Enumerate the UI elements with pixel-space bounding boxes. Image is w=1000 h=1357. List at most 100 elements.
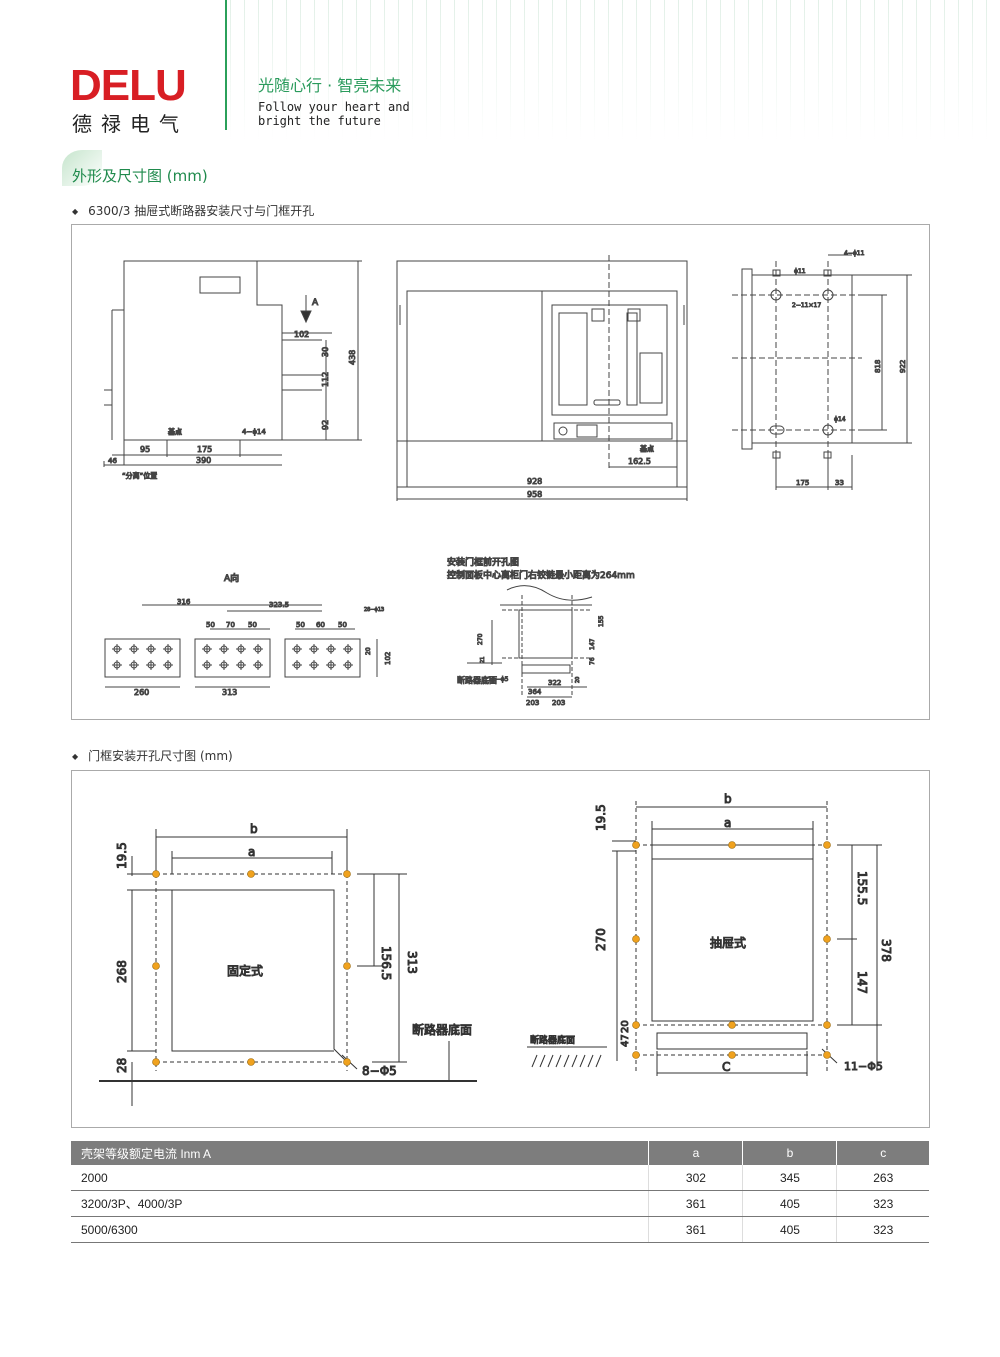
- fixed-type: [99, 829, 477, 1106]
- base-point-front: 基点: [640, 444, 654, 453]
- fixed-holes-label: 8−Φ5: [362, 1064, 397, 1078]
- section-title: 外形及尺寸图 (mm): [72, 167, 208, 185]
- mounting-hole: [823, 935, 831, 943]
- drawout-dim-c: C: [722, 1060, 730, 1074]
- dim-928: 928: [527, 477, 542, 486]
- hole-11: ϕ11: [794, 268, 806, 275]
- bullet-icon: ◆: [72, 752, 79, 761]
- table-cell: 323: [836, 1190, 929, 1217]
- table-cell: 302: [648, 1165, 744, 1191]
- table-cell: 3200/3P、4000/3P: [71, 1190, 650, 1217]
- a-view-holes: [112, 644, 353, 670]
- right-view: [732, 254, 912, 490]
- dim-92-side: 92: [321, 420, 330, 430]
- table-row: 5000/6300 361 405 323: [71, 1216, 929, 1243]
- dim-60: 60: [316, 621, 325, 629]
- drawout-dim-270: 270: [594, 928, 608, 951]
- table-row: 3200/3P、4000/3P 361 405 323: [71, 1190, 929, 1217]
- dim-30-side: 30: [321, 347, 330, 357]
- holes-top-right: 4−ϕ11: [844, 250, 865, 257]
- holes-side: 4−ϕ14: [242, 428, 266, 436]
- dim-147-door: 147: [589, 638, 596, 650]
- bottom-label-door: 断路器底面: [457, 675, 497, 685]
- fixed-dim-156-5: 156.5: [379, 946, 393, 980]
- drawout-dim-147: 147: [855, 971, 869, 994]
- drawing2-title: ◆门框安装开孔尺寸图 (mm): [72, 749, 233, 763]
- fixed-holes: [152, 870, 351, 1066]
- mounting-hole: [823, 1051, 831, 1059]
- drawout-dim-a: a: [724, 816, 731, 830]
- mounting-hole: [152, 870, 160, 878]
- header-cell: b: [742, 1141, 838, 1165]
- drawing1-svg: A 102 30 112 92 438 基点 4−ϕ14 95 175 390 …: [103, 250, 912, 708]
- door-cut-title: 安装门框前开孔图: [447, 556, 519, 568]
- table-cell: 361: [648, 1190, 744, 1217]
- dim-390-side: 390: [196, 456, 211, 465]
- dim-50-c: 50: [296, 621, 305, 629]
- dim-76-door: 76: [589, 657, 596, 665]
- mounting-hole: [247, 1058, 255, 1066]
- side-view: [103, 260, 362, 467]
- dim-50-b: 50: [248, 621, 257, 629]
- fixed-dim-313: 313: [405, 951, 419, 974]
- mounting-hole: [823, 1021, 831, 1029]
- drawout-type: [527, 801, 882, 1076]
- drawout-bottom-label: 断路器底面: [530, 1034, 575, 1046]
- header-cell: a: [648, 1141, 744, 1165]
- mounting-hole: [728, 1021, 736, 1029]
- dim-50-d: 50: [338, 621, 347, 629]
- fixed-bottom-label: 断路器底面: [412, 1022, 472, 1037]
- dim-270-door: 270: [477, 633, 484, 645]
- table-row: 2000 302 345 263: [71, 1165, 929, 1191]
- dim-112-side: 112: [321, 372, 330, 387]
- drawout-dim-20: 20: [620, 1020, 631, 1033]
- dim-33-right: 33: [835, 479, 844, 487]
- table-cell: 405: [742, 1216, 838, 1243]
- drawout-dim-b: b: [724, 792, 732, 806]
- dim-316: 316: [177, 598, 191, 606]
- dim-102-side: 102: [294, 330, 309, 339]
- slot-dim: 2−11×17: [792, 302, 821, 309]
- table-cell: 345: [742, 1165, 838, 1191]
- mounting-hole: [343, 962, 351, 970]
- dim-95-side: 95: [140, 445, 150, 454]
- door-cut-note: 控制面板中心离柜门右铰链最小距离为264mm: [447, 569, 635, 581]
- holes-a-view: 28−ϕ13: [364, 607, 384, 613]
- dim-20-a: 20: [365, 647, 372, 655]
- dim-102-a: 102: [384, 652, 392, 665]
- dim-70: 70: [226, 621, 235, 629]
- dim-364-door: 364: [528, 688, 542, 696]
- slogan-en-line2: bright the future: [258, 114, 381, 128]
- drawout-holes: [632, 841, 831, 1059]
- rating-table: 壳架等级额定电流 Inm A a b c 2000 302 345 263 32…: [71, 1141, 929, 1243]
- mounting-hole: [632, 841, 640, 849]
- holes-door: 11−ϕ5: [488, 676, 509, 683]
- mounting-hole: [632, 935, 640, 943]
- dim-21-door: 21: [480, 657, 486, 663]
- front-view: [396, 255, 688, 501]
- drawout-dim-19-5: 19.5: [594, 804, 608, 831]
- header-decoration: [230, 0, 1000, 140]
- dim-50-a: 50: [206, 621, 215, 629]
- dim-175-side: 175: [197, 445, 212, 454]
- leaf-decoration: [62, 150, 102, 186]
- mounting-hole: [823, 841, 831, 849]
- drawout-label: 抽屉式: [710, 936, 746, 950]
- mounting-hole: [343, 1058, 351, 1066]
- dim-322-door: 322: [548, 679, 561, 687]
- mounting-hole: [152, 962, 160, 970]
- brand-logo: DELU: [70, 61, 187, 110]
- drawing1-title: ◆6300/3 抽屉式断路器安装尺寸与门框开孔: [72, 204, 315, 218]
- drawing2-svg: b a 19.5 268 28 156.5 313 固定式 8−Φ5 断路器底面: [99, 792, 894, 1106]
- header-cell: 壳架等级额定电流 Inm A: [71, 1141, 650, 1165]
- header-divider: [225, 0, 227, 130]
- dim-818: 818: [874, 360, 882, 373]
- mounting-hole: [152, 1058, 160, 1066]
- table-cell: 263: [836, 1165, 929, 1191]
- dim-175-right: 175: [796, 479, 809, 487]
- dim-922: 922: [899, 360, 907, 373]
- drawout-holes-label: 11−Φ5: [844, 1060, 883, 1073]
- dim-958: 958: [527, 490, 542, 499]
- dim-438-side: 438: [348, 350, 357, 365]
- fixed-dim-b: b: [250, 822, 258, 836]
